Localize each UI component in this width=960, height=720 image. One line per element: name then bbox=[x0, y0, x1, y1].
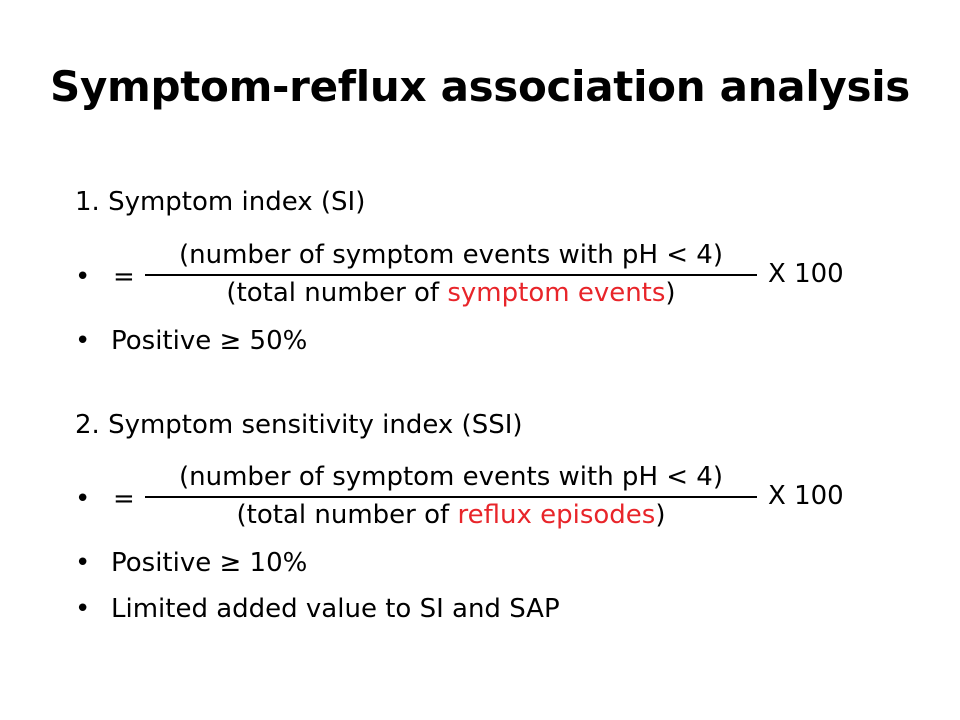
si-numerator: (number of symptom events with pH < 4) bbox=[178, 240, 723, 270]
si-heading: 1. Symptom index (SI) bbox=[75, 187, 366, 217]
ssi-positive: • Positive ≥ 10% bbox=[75, 547, 307, 579]
ssi-note: • Limited added value to SI and SAP bbox=[75, 593, 560, 625]
si-fraction-line bbox=[145, 274, 757, 276]
si-positive-text: Positive ≥ 50% bbox=[111, 326, 308, 356]
slide-title: Symptom-reflux association analysis bbox=[50, 62, 910, 111]
ssi-positive-text: Positive ≥ 10% bbox=[111, 548, 308, 578]
si-multiplier: X 100 bbox=[768, 259, 844, 289]
si-positive: • Positive ≥ 50% bbox=[75, 325, 307, 357]
ssi-formula: • = (number of symptom events with pH < … bbox=[75, 459, 875, 539]
bullet-icon: • bbox=[75, 326, 91, 356]
ssi-denominator-highlight: reflux episodes bbox=[457, 500, 656, 530]
ssi-fraction-line bbox=[145, 496, 757, 498]
ssi-denominator: (total number of reflux episodes) bbox=[145, 499, 757, 531]
ssi-equals-sign: = bbox=[113, 484, 135, 514]
ssi-heading: 2. Symptom sensitivity index (SSI) bbox=[75, 410, 523, 440]
ssi-note-text: Limited added value to SI and SAP bbox=[111, 594, 560, 624]
si-denominator-suffix: ) bbox=[665, 278, 676, 308]
ssi-denominator-suffix: ) bbox=[655, 500, 666, 530]
si-denominator-prefix: (total number of bbox=[226, 278, 448, 308]
ssi-numerator: (number of symptom events with pH < 4) bbox=[178, 462, 723, 492]
si-formula: • = (number of symptom events with pH < … bbox=[75, 237, 875, 317]
ssi-multiplier: X 100 bbox=[768, 481, 844, 511]
si-denominator-highlight: symptom events bbox=[447, 278, 666, 308]
bullet-icon: • bbox=[75, 594, 91, 624]
bullet-icon: • bbox=[75, 262, 91, 292]
si-denominator: (total number of symptom events) bbox=[145, 277, 757, 309]
si-equals-sign: = bbox=[113, 262, 135, 292]
bullet-icon: • bbox=[75, 548, 91, 578]
ssi-denominator-prefix: (total number of bbox=[236, 500, 458, 530]
bullet-icon: • bbox=[75, 484, 91, 514]
